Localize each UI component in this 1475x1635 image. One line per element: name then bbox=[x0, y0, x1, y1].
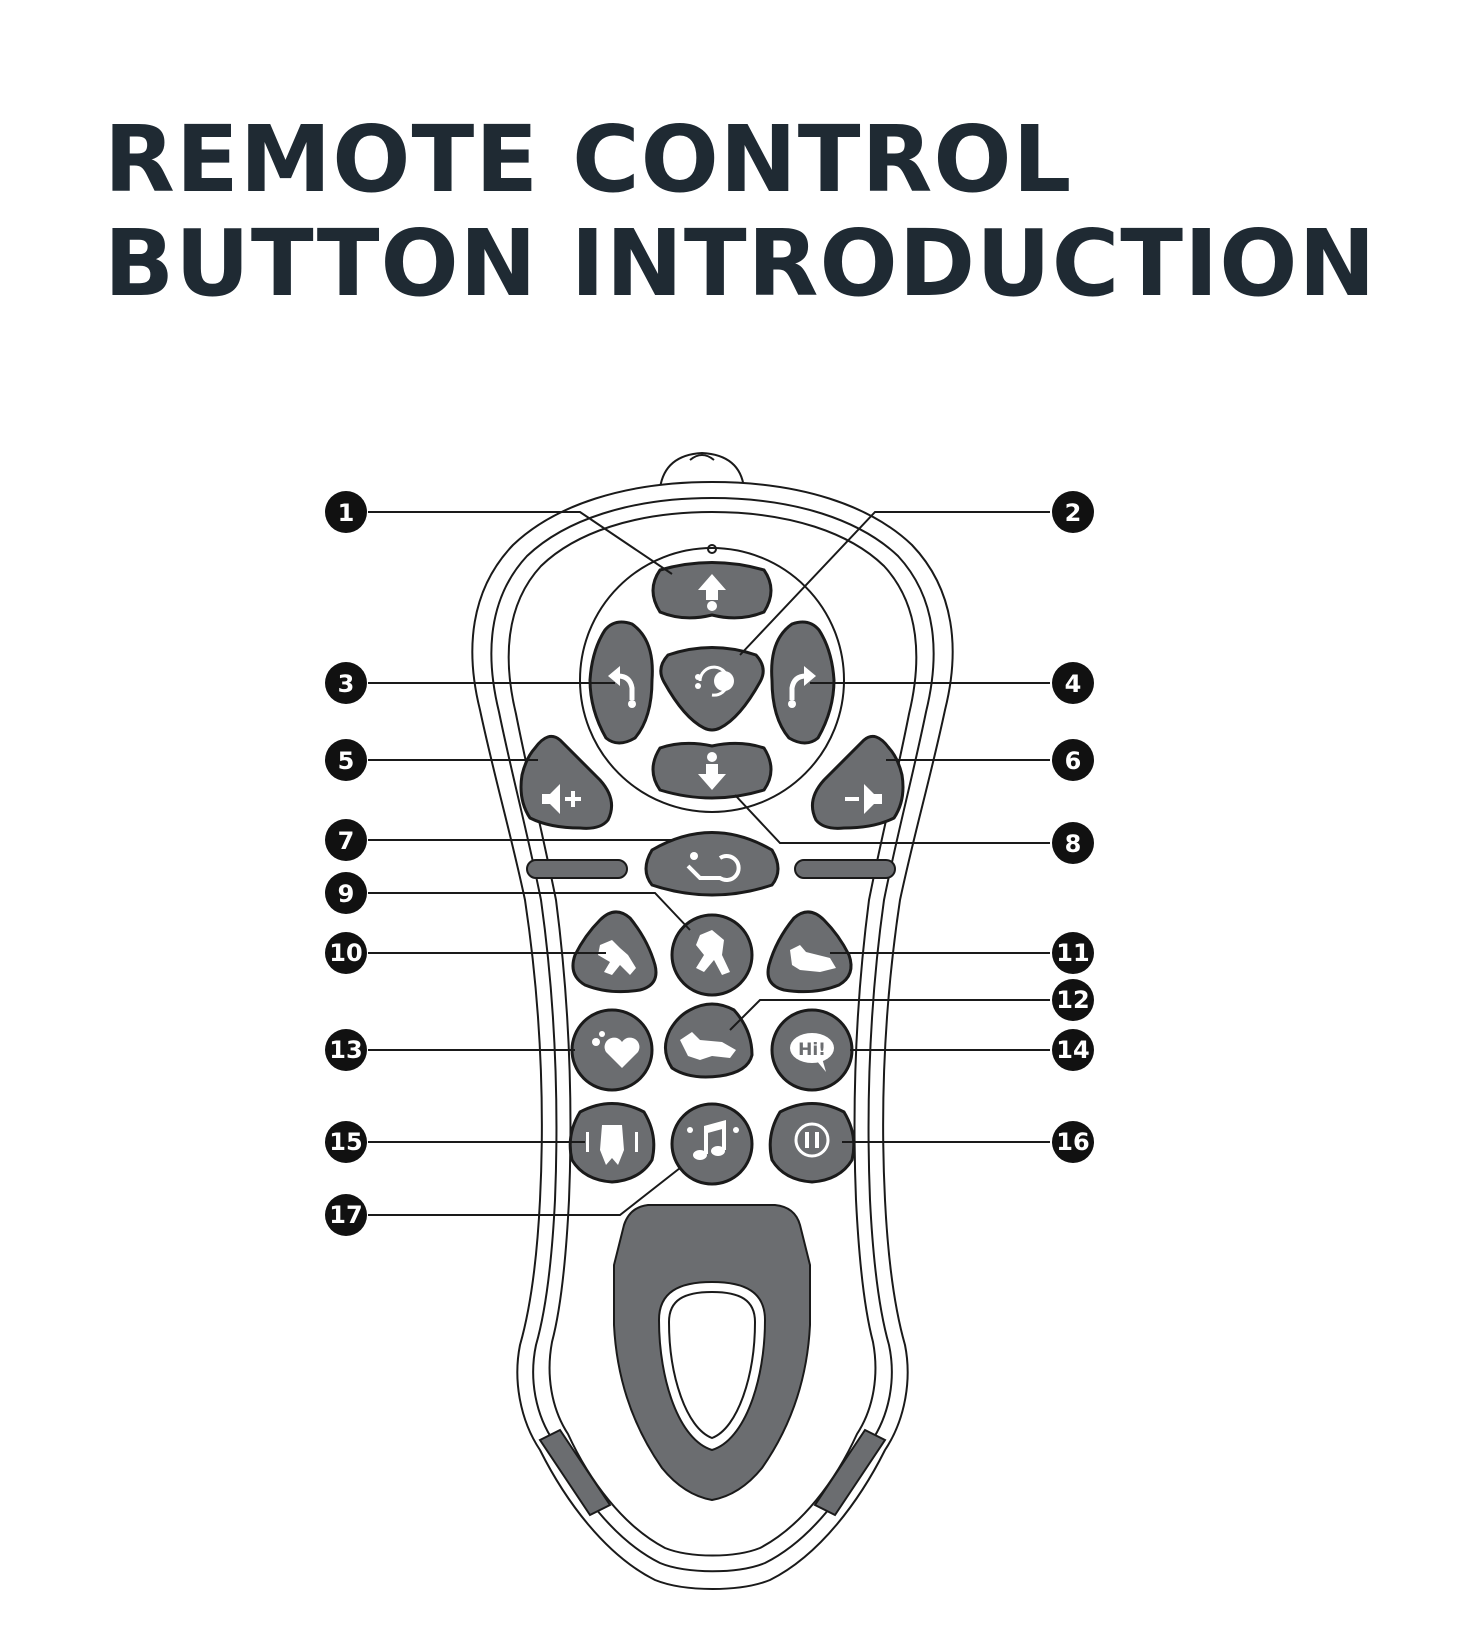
callout-2-label: 2 bbox=[1065, 499, 1082, 527]
dog-sit-button[interactable] bbox=[571, 910, 658, 994]
pause-icon bbox=[794, 1122, 830, 1158]
callout-10: 10 bbox=[325, 932, 367, 974]
callout-8: 8 bbox=[1052, 822, 1094, 864]
callout-1: 1 bbox=[325, 491, 367, 533]
page-title: REMOTE CONTROL BUTTON INTRODUCTION bbox=[104, 108, 1377, 316]
shake-icon bbox=[586, 1125, 638, 1165]
callout-9-label: 9 bbox=[338, 880, 355, 908]
callout-11-label: 11 bbox=[1056, 939, 1089, 967]
callout-10-label: 10 bbox=[329, 939, 362, 967]
dog-stand-button[interactable] bbox=[670, 913, 754, 997]
shake-button[interactable] bbox=[568, 1102, 656, 1184]
callout-17: 17 bbox=[325, 1194, 367, 1236]
turn-right-button[interactable] bbox=[770, 620, 836, 745]
heart-icon bbox=[592, 1031, 640, 1068]
leader-lines bbox=[368, 511, 1050, 1216]
callout-9: 9 bbox=[325, 872, 367, 914]
callout-16: 16 bbox=[1052, 1121, 1094, 1163]
dog-lie-button[interactable] bbox=[766, 910, 853, 994]
callout-1-label: 1 bbox=[338, 499, 355, 527]
turn-left-icon bbox=[608, 666, 636, 708]
music-button[interactable] bbox=[670, 1102, 754, 1186]
forward-arrow-icon bbox=[698, 574, 726, 611]
callout-badges: 1 2 3 4 5 6 7 8 9 10 11 12 13 14 15 16 1… bbox=[325, 491, 1094, 1236]
callout-16-label: 16 bbox=[1056, 1128, 1089, 1156]
callout-12: 12 bbox=[1052, 979, 1094, 1021]
callout-13: 13 bbox=[325, 1029, 367, 1071]
dog-run-icon bbox=[680, 1032, 736, 1060]
hi-speech-icon: Hi! bbox=[790, 1033, 834, 1072]
dog-sit-icon bbox=[598, 940, 636, 975]
title-line-1: REMOTE CONTROL bbox=[104, 106, 1073, 213]
callout-14-label: 14 bbox=[1056, 1036, 1089, 1064]
backward-arrow-icon bbox=[698, 752, 726, 790]
callout-17-label: 17 bbox=[329, 1201, 362, 1229]
callout-2: 2 bbox=[1052, 491, 1094, 533]
hi-button[interactable]: Hi! bbox=[770, 1008, 854, 1092]
backward-button[interactable] bbox=[651, 741, 773, 800]
callout-8-label: 8 bbox=[1065, 830, 1082, 858]
callout-6: 6 bbox=[1052, 739, 1094, 781]
callout-13-label: 13 bbox=[329, 1036, 362, 1064]
callout-3: 3 bbox=[325, 662, 367, 704]
callout-7-label: 7 bbox=[338, 827, 355, 855]
turn-left-button[interactable] bbox=[588, 620, 654, 745]
callout-15: 15 bbox=[325, 1121, 367, 1163]
title-line-2: BUTTON INTRODUCTION bbox=[104, 210, 1377, 317]
center-mode-button[interactable] bbox=[659, 646, 765, 732]
callout-11: 11 bbox=[1052, 932, 1094, 974]
callout-4-label: 4 bbox=[1065, 670, 1082, 698]
loop-icon bbox=[686, 852, 741, 882]
heart-button[interactable] bbox=[570, 1008, 654, 1092]
volume-up-icon bbox=[542, 784, 581, 814]
volume-down-icon bbox=[845, 784, 882, 814]
callout-14: 14 bbox=[1052, 1029, 1094, 1071]
dog-run-button[interactable] bbox=[664, 1002, 754, 1079]
volume-down-button[interactable] bbox=[810, 734, 905, 830]
dog-lie-icon bbox=[790, 945, 836, 972]
callout-6-label: 6 bbox=[1065, 747, 1082, 775]
callout-4: 4 bbox=[1052, 662, 1094, 704]
center-mode-icon bbox=[695, 665, 734, 697]
callout-3-label: 3 bbox=[338, 670, 355, 698]
dog-stand-icon bbox=[696, 930, 730, 975]
hi-label: Hi! bbox=[798, 1040, 826, 1060]
callout-7: 7 bbox=[325, 819, 367, 861]
callout-12-label: 12 bbox=[1056, 986, 1089, 1014]
callout-5: 5 bbox=[325, 739, 367, 781]
music-icon bbox=[687, 1120, 739, 1160]
loop-button[interactable] bbox=[644, 831, 780, 897]
callout-15-label: 15 bbox=[329, 1128, 362, 1156]
volume-up-button[interactable] bbox=[519, 734, 614, 830]
forward-button[interactable] bbox=[651, 561, 773, 620]
callout-5-label: 5 bbox=[338, 747, 355, 775]
turn-right-icon bbox=[788, 666, 816, 708]
pause-button[interactable] bbox=[768, 1102, 856, 1184]
